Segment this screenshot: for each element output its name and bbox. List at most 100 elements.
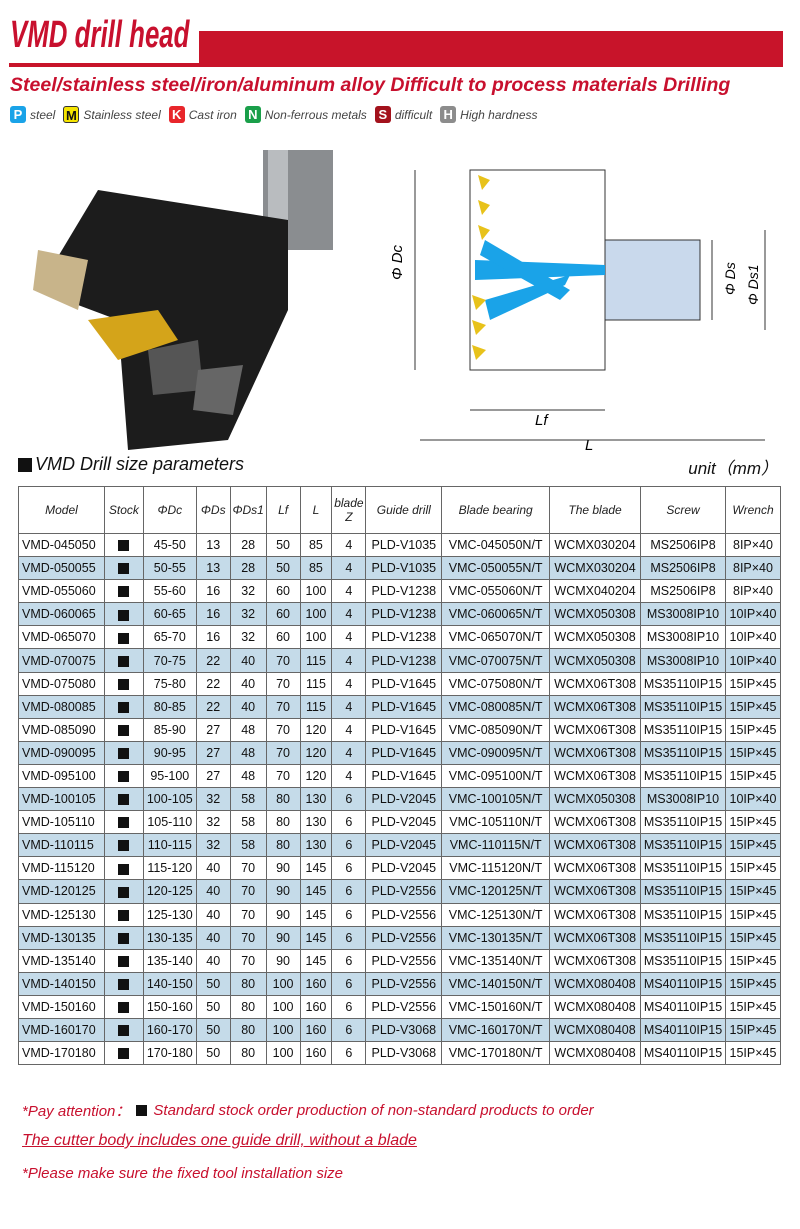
material-label: Non-ferrous metals: [264, 107, 367, 122]
table-cell: 8IP×40: [724, 532, 782, 558]
column-header: ΦDs: [195, 486, 231, 534]
table-cell: VMD-105110: [18, 810, 105, 835]
table-cell: 90: [265, 856, 301, 881]
in-stock-square-icon: [118, 725, 130, 736]
table-cell: 100: [265, 994, 301, 1019]
table-cell: 40: [195, 856, 231, 881]
material-badge-icon: K: [168, 106, 185, 123]
table-cell: 58: [229, 787, 267, 812]
table-cell: 100: [299, 579, 333, 604]
table-cell: VMD-115120: [18, 856, 105, 881]
table-cell: VMD-045050: [18, 532, 105, 558]
table-cell: 90-95: [142, 740, 197, 765]
table-cell: 70: [229, 879, 267, 904]
table-cell: 4: [331, 556, 367, 581]
table-cell: 4: [331, 579, 367, 604]
in-stock-square-icon: [118, 794, 130, 806]
table-cell: 50: [195, 1041, 231, 1066]
in-stock-square-icon: [118, 817, 130, 829]
table-cell: 4: [331, 671, 367, 696]
table-cell: PLD-V3068: [365, 1017, 443, 1043]
table-cell: MS3008IP10: [640, 602, 726, 627]
stock-cell: [103, 856, 144, 881]
table-cell: VMD-060065: [18, 602, 105, 627]
table-cell: MS35110IP15: [640, 925, 726, 950]
table-cell: VMC-100105N/T: [441, 787, 551, 812]
table-cell: 22: [195, 648, 231, 673]
table-cell: 13: [195, 532, 231, 558]
table-cell: VMC-060065N/T: [441, 602, 551, 627]
in-stock-square-icon: [118, 748, 130, 760]
table-cell: 80: [265, 787, 301, 812]
table-cell: 95-100: [142, 763, 197, 789]
table-cell: 15IP×45: [724, 694, 782, 719]
material-badge-icon: S: [374, 106, 391, 123]
table-cell: 32: [229, 602, 267, 627]
table-cell: 50: [265, 532, 301, 558]
table-cell: 48: [229, 717, 267, 742]
table-cell: VMC-065070N/T: [441, 625, 551, 650]
table-cell: MS35110IP15: [640, 810, 726, 835]
page-title: VMD drill head: [10, 14, 193, 57]
table-cell: 6: [331, 833, 367, 858]
table-cell: MS35110IP15: [640, 879, 726, 904]
table-cell: MS2506IP8: [640, 579, 726, 604]
table-cell: 60: [265, 602, 301, 627]
table-cell: PLD-V1238: [365, 579, 443, 604]
table-cell: MS2506IP8: [640, 556, 726, 581]
table-cell: 58: [229, 810, 267, 835]
table-cell: 4: [331, 717, 367, 742]
table-cell: 60-65: [142, 602, 197, 627]
table-cell: 16: [195, 602, 231, 627]
table-cell: PLD-V1238: [365, 648, 443, 673]
table-cell: 13: [195, 556, 231, 581]
ds1-label: Φ Ds1: [745, 264, 761, 305]
table-cell: MS35110IP15: [640, 694, 726, 719]
stock-cell: [103, 694, 144, 719]
table-cell: 15IP×45: [724, 856, 782, 881]
table-cell: 27: [195, 763, 231, 789]
in-stock-square-icon: [118, 955, 130, 967]
table-cell: VMD-070075: [18, 648, 105, 673]
table-cell: 70: [265, 740, 301, 765]
table-cell: VMC-135140N/T: [441, 948, 551, 973]
table-cell: 80: [265, 833, 301, 858]
table-cell: 160: [299, 1041, 333, 1066]
table-cell: WCMX06T308: [549, 671, 642, 696]
stock-cell: [103, 671, 144, 696]
table-cell: 150-160: [142, 994, 197, 1019]
table-cell: VMD-050055: [18, 556, 105, 581]
table-cell: PLD-V2556: [365, 902, 443, 927]
stock-cell: [103, 833, 144, 858]
table-cell: 120: [299, 717, 333, 742]
column-header: The blade: [549, 486, 642, 534]
stock-cell: [103, 648, 144, 673]
table-cell: WCMX06T308: [549, 810, 642, 835]
table-cell: WCMX030204: [549, 556, 642, 581]
table-cell: MS40110IP15: [640, 1017, 726, 1043]
section-heading: VMD Drill size parameters: [18, 454, 244, 475]
table-cell: WCMX050308: [549, 648, 642, 673]
table-cell: 4: [331, 740, 367, 765]
table-cell: 100: [265, 1041, 301, 1066]
table-cell: PLD-V2045: [365, 856, 443, 881]
table-cell: VMC-085090N/T: [441, 717, 551, 742]
table-cell: VMD-080085: [18, 694, 105, 719]
table-cell: WCMX06T308: [549, 740, 642, 765]
table-cell: PLD-V2045: [365, 810, 443, 835]
table-cell: 50: [195, 1017, 231, 1043]
table-cell: 70: [265, 648, 301, 673]
table-cell: VMC-090095N/T: [441, 740, 551, 765]
stock-cell: [103, 925, 144, 950]
